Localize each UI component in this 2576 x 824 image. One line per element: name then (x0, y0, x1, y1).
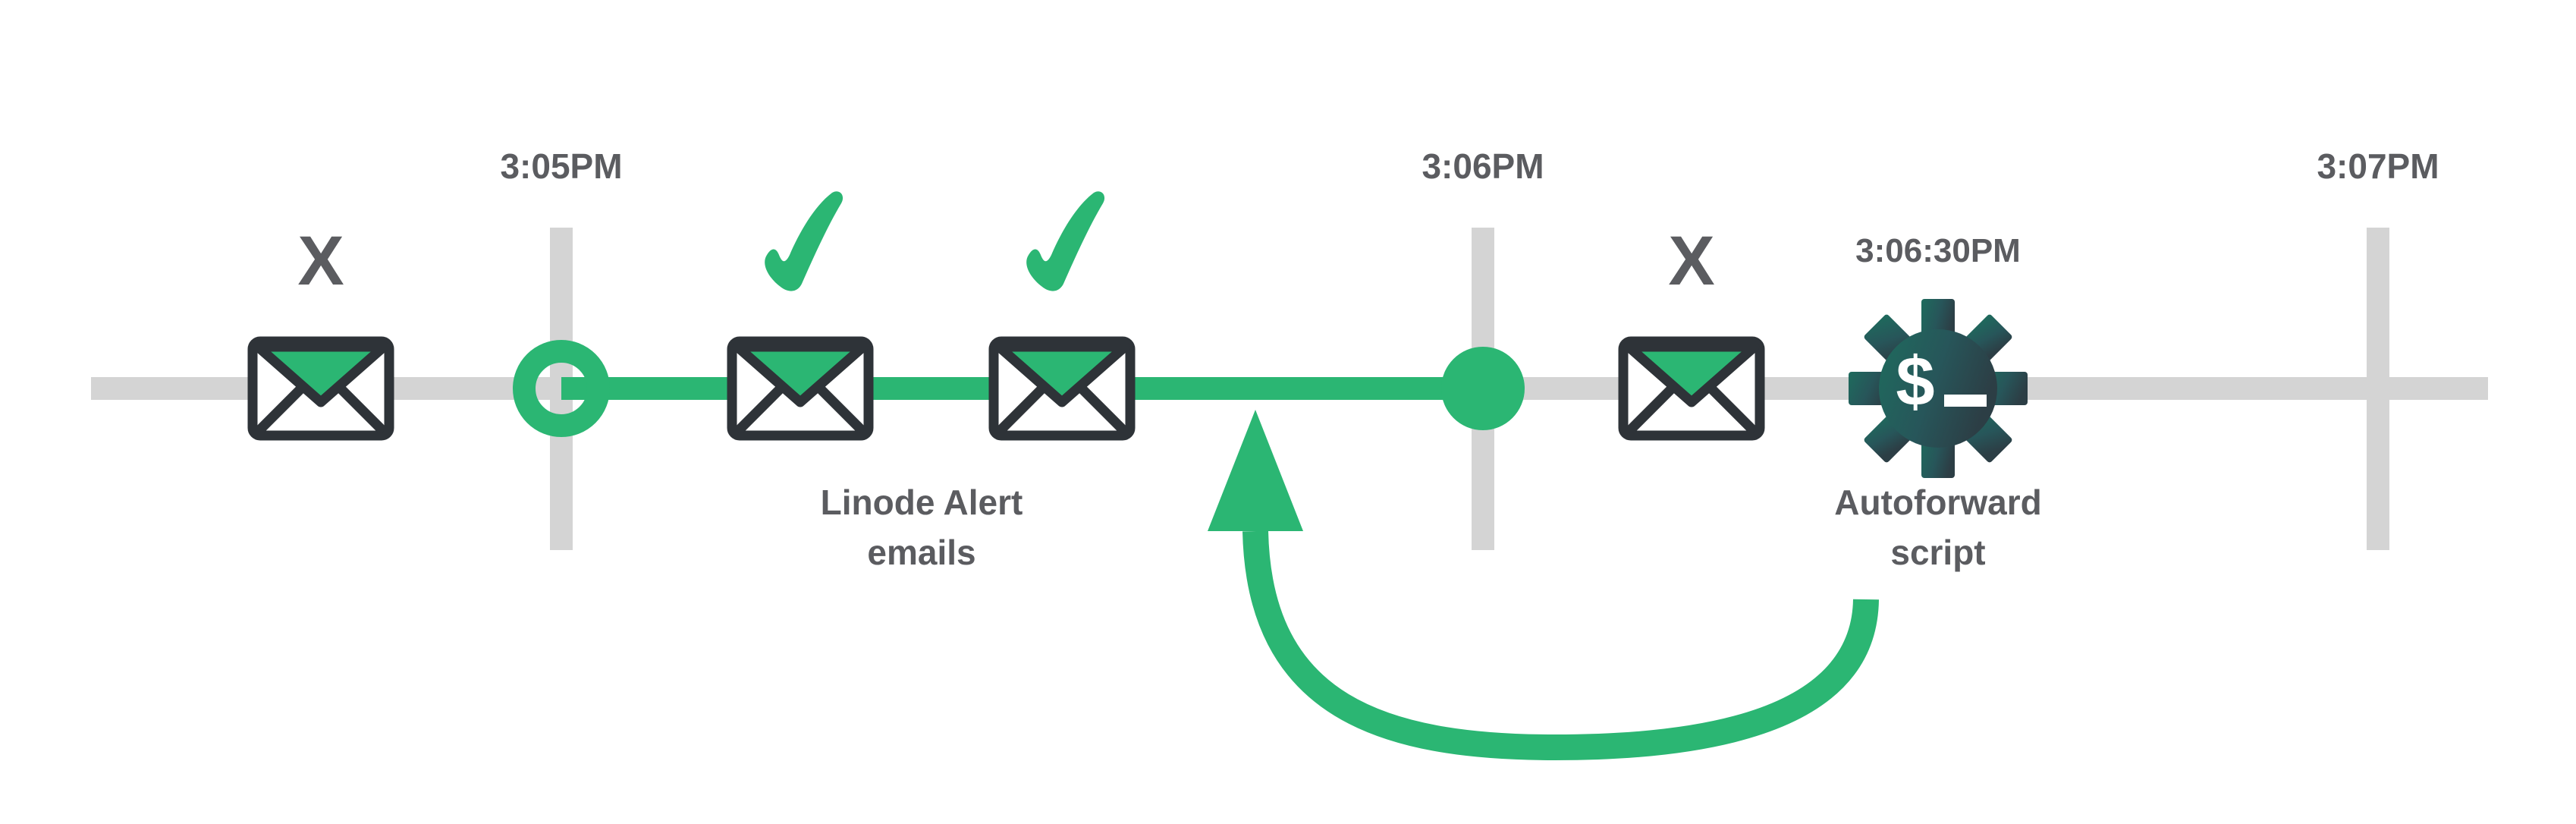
check-mark-icon (1026, 191, 1105, 291)
event-alert-email-1[interactable] (727, 191, 874, 441)
label-linode-alert-emails: Linode Alert emails (821, 483, 1023, 572)
annotation-script-time-text: 3:06:30PM (1855, 232, 2021, 269)
feedback-arrow-head-icon (1208, 410, 1303, 531)
event-missed-email-1[interactable]: X (247, 222, 394, 441)
tick-mark-307 (2367, 228, 2389, 550)
envelope-icon (988, 336, 1136, 441)
x-mark-icon: X (1668, 222, 1714, 300)
tick-labels: 3:05PM 3:06PM 3:07PM (500, 146, 2439, 186)
terminal-cursor-symbol (1944, 395, 1987, 407)
label-autoforward-script-line2: script (1890, 533, 1985, 572)
check-mark-icon (765, 191, 843, 291)
gear-terminal-icon: $ (1849, 299, 2028, 478)
label-autoforward-script: Autoforward script (1834, 483, 2041, 572)
event-alert-email-2[interactable] (988, 191, 1136, 441)
tick-label-305: 3:05PM (500, 146, 622, 186)
feedback-arrow-curve (1242, 530, 1879, 761)
x-mark-icon: X (297, 222, 344, 300)
dot-icon (1441, 347, 1525, 430)
label-linode-alert-emails-line1: Linode Alert (821, 483, 1023, 522)
envelope-icon (247, 336, 394, 441)
feedback-arrow (1208, 410, 1879, 761)
event-missed-email-2[interactable]: X (1618, 222, 1765, 441)
marker-end-dot[interactable] (1441, 347, 1525, 430)
tick-label-306: 3:06PM (1422, 146, 1544, 186)
event-autoforward-script[interactable]: $ (1849, 299, 2028, 478)
marker-start-ring[interactable] (513, 340, 610, 437)
tick-label-307: 3:07PM (2317, 146, 2439, 186)
envelope-icon (727, 336, 874, 441)
ring-outer-icon (513, 340, 610, 437)
label-linode-alert-emails-line2: emails (867, 533, 975, 572)
envelope-icon (1618, 336, 1765, 441)
terminal-prompt-symbol: $ (1896, 343, 1934, 420)
annotation-script-time: 3:06:30PM (1855, 232, 2021, 269)
label-autoforward-script-line1: Autoforward (1834, 483, 2041, 522)
